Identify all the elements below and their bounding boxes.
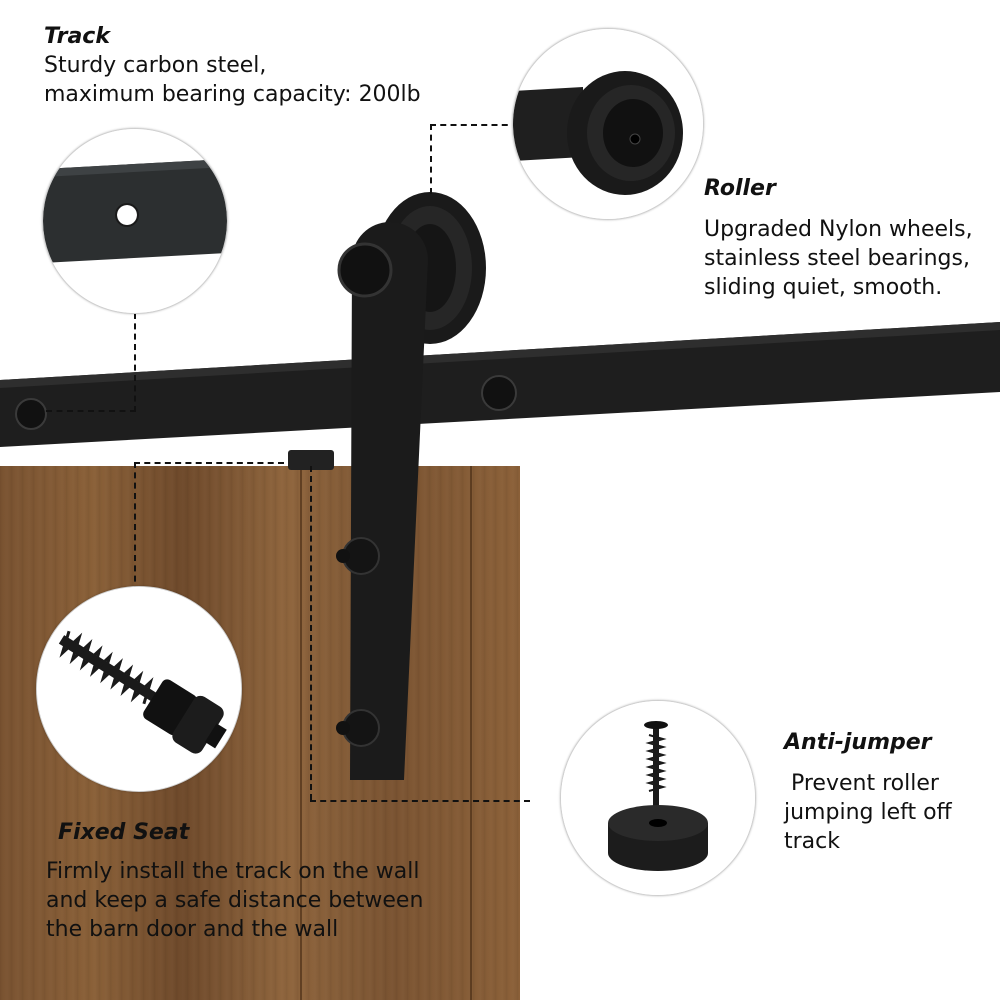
track-title: Track bbox=[44, 24, 110, 49]
track-bolt bbox=[481, 375, 517, 411]
anti-jumper-description-line: track bbox=[784, 829, 840, 854]
roller-callout bbox=[512, 28, 704, 220]
hanger-strap bbox=[350, 222, 428, 780]
anti-jumper-image bbox=[561, 701, 755, 895]
roller-description-line: sliding quiet, smooth. bbox=[704, 275, 943, 300]
door-seam bbox=[470, 466, 472, 1000]
fixed-seat-description: Fixed Seat Firmly install the track on t… bbox=[46, 818, 423, 944]
track-description-line: maximum bearing capacity: 200lb bbox=[44, 82, 421, 107]
anti-jumper-connector-line bbox=[310, 800, 530, 802]
anti-jumper-description-line: Prevent roller bbox=[784, 771, 939, 796]
anti-jumper-description-line: jumping left off bbox=[784, 800, 952, 825]
fixed-seat-connector-line bbox=[134, 462, 136, 592]
fixed-seat-connector-line bbox=[134, 462, 284, 464]
track-bolt bbox=[15, 398, 47, 430]
track-connector-line bbox=[46, 410, 136, 412]
track-description-line: Sturdy carbon steel, bbox=[44, 53, 267, 78]
fixed-seat-spacer bbox=[288, 450, 334, 470]
anti-jumper-callout bbox=[560, 700, 756, 896]
roller-connector-line bbox=[430, 124, 432, 194]
roller-description-line: Upgraded Nylon wheels, bbox=[704, 217, 973, 242]
anti-jumper-description: Anti-jumper Prevent roller jumping left … bbox=[784, 728, 952, 856]
track-description: Track Sturdy carbon steel, maximum beari… bbox=[44, 22, 421, 109]
track-closeup-image bbox=[43, 129, 227, 313]
fixed-seat-callout bbox=[36, 586, 242, 792]
roller-axle-cap bbox=[337, 242, 393, 298]
roller-description-line: stainless steel bearings, bbox=[704, 246, 970, 271]
fixed-seat-screw-image bbox=[37, 587, 241, 791]
fixed-seat-description-line: and keep a safe distance between bbox=[46, 888, 424, 913]
anti-jumper-connector-line bbox=[310, 466, 312, 800]
fixed-seat-description-line: Firmly install the track on the wall bbox=[46, 859, 420, 884]
barn-door bbox=[0, 466, 520, 1000]
roller-description: Roller Upgraded Nylon wheels, stainless … bbox=[704, 174, 973, 302]
roller-closeup-image bbox=[513, 29, 703, 219]
track-callout bbox=[42, 128, 228, 314]
fixed-seat-description-line: the barn door and the wall bbox=[46, 917, 339, 942]
anti-jumper-title: Anti-jumper bbox=[784, 730, 932, 755]
track-connector-line bbox=[134, 282, 136, 412]
roller-connector-line bbox=[430, 124, 518, 126]
door-seam bbox=[300, 466, 302, 1000]
roller-title: Roller bbox=[704, 176, 776, 201]
fixed-seat-title: Fixed Seat bbox=[58, 820, 190, 845]
